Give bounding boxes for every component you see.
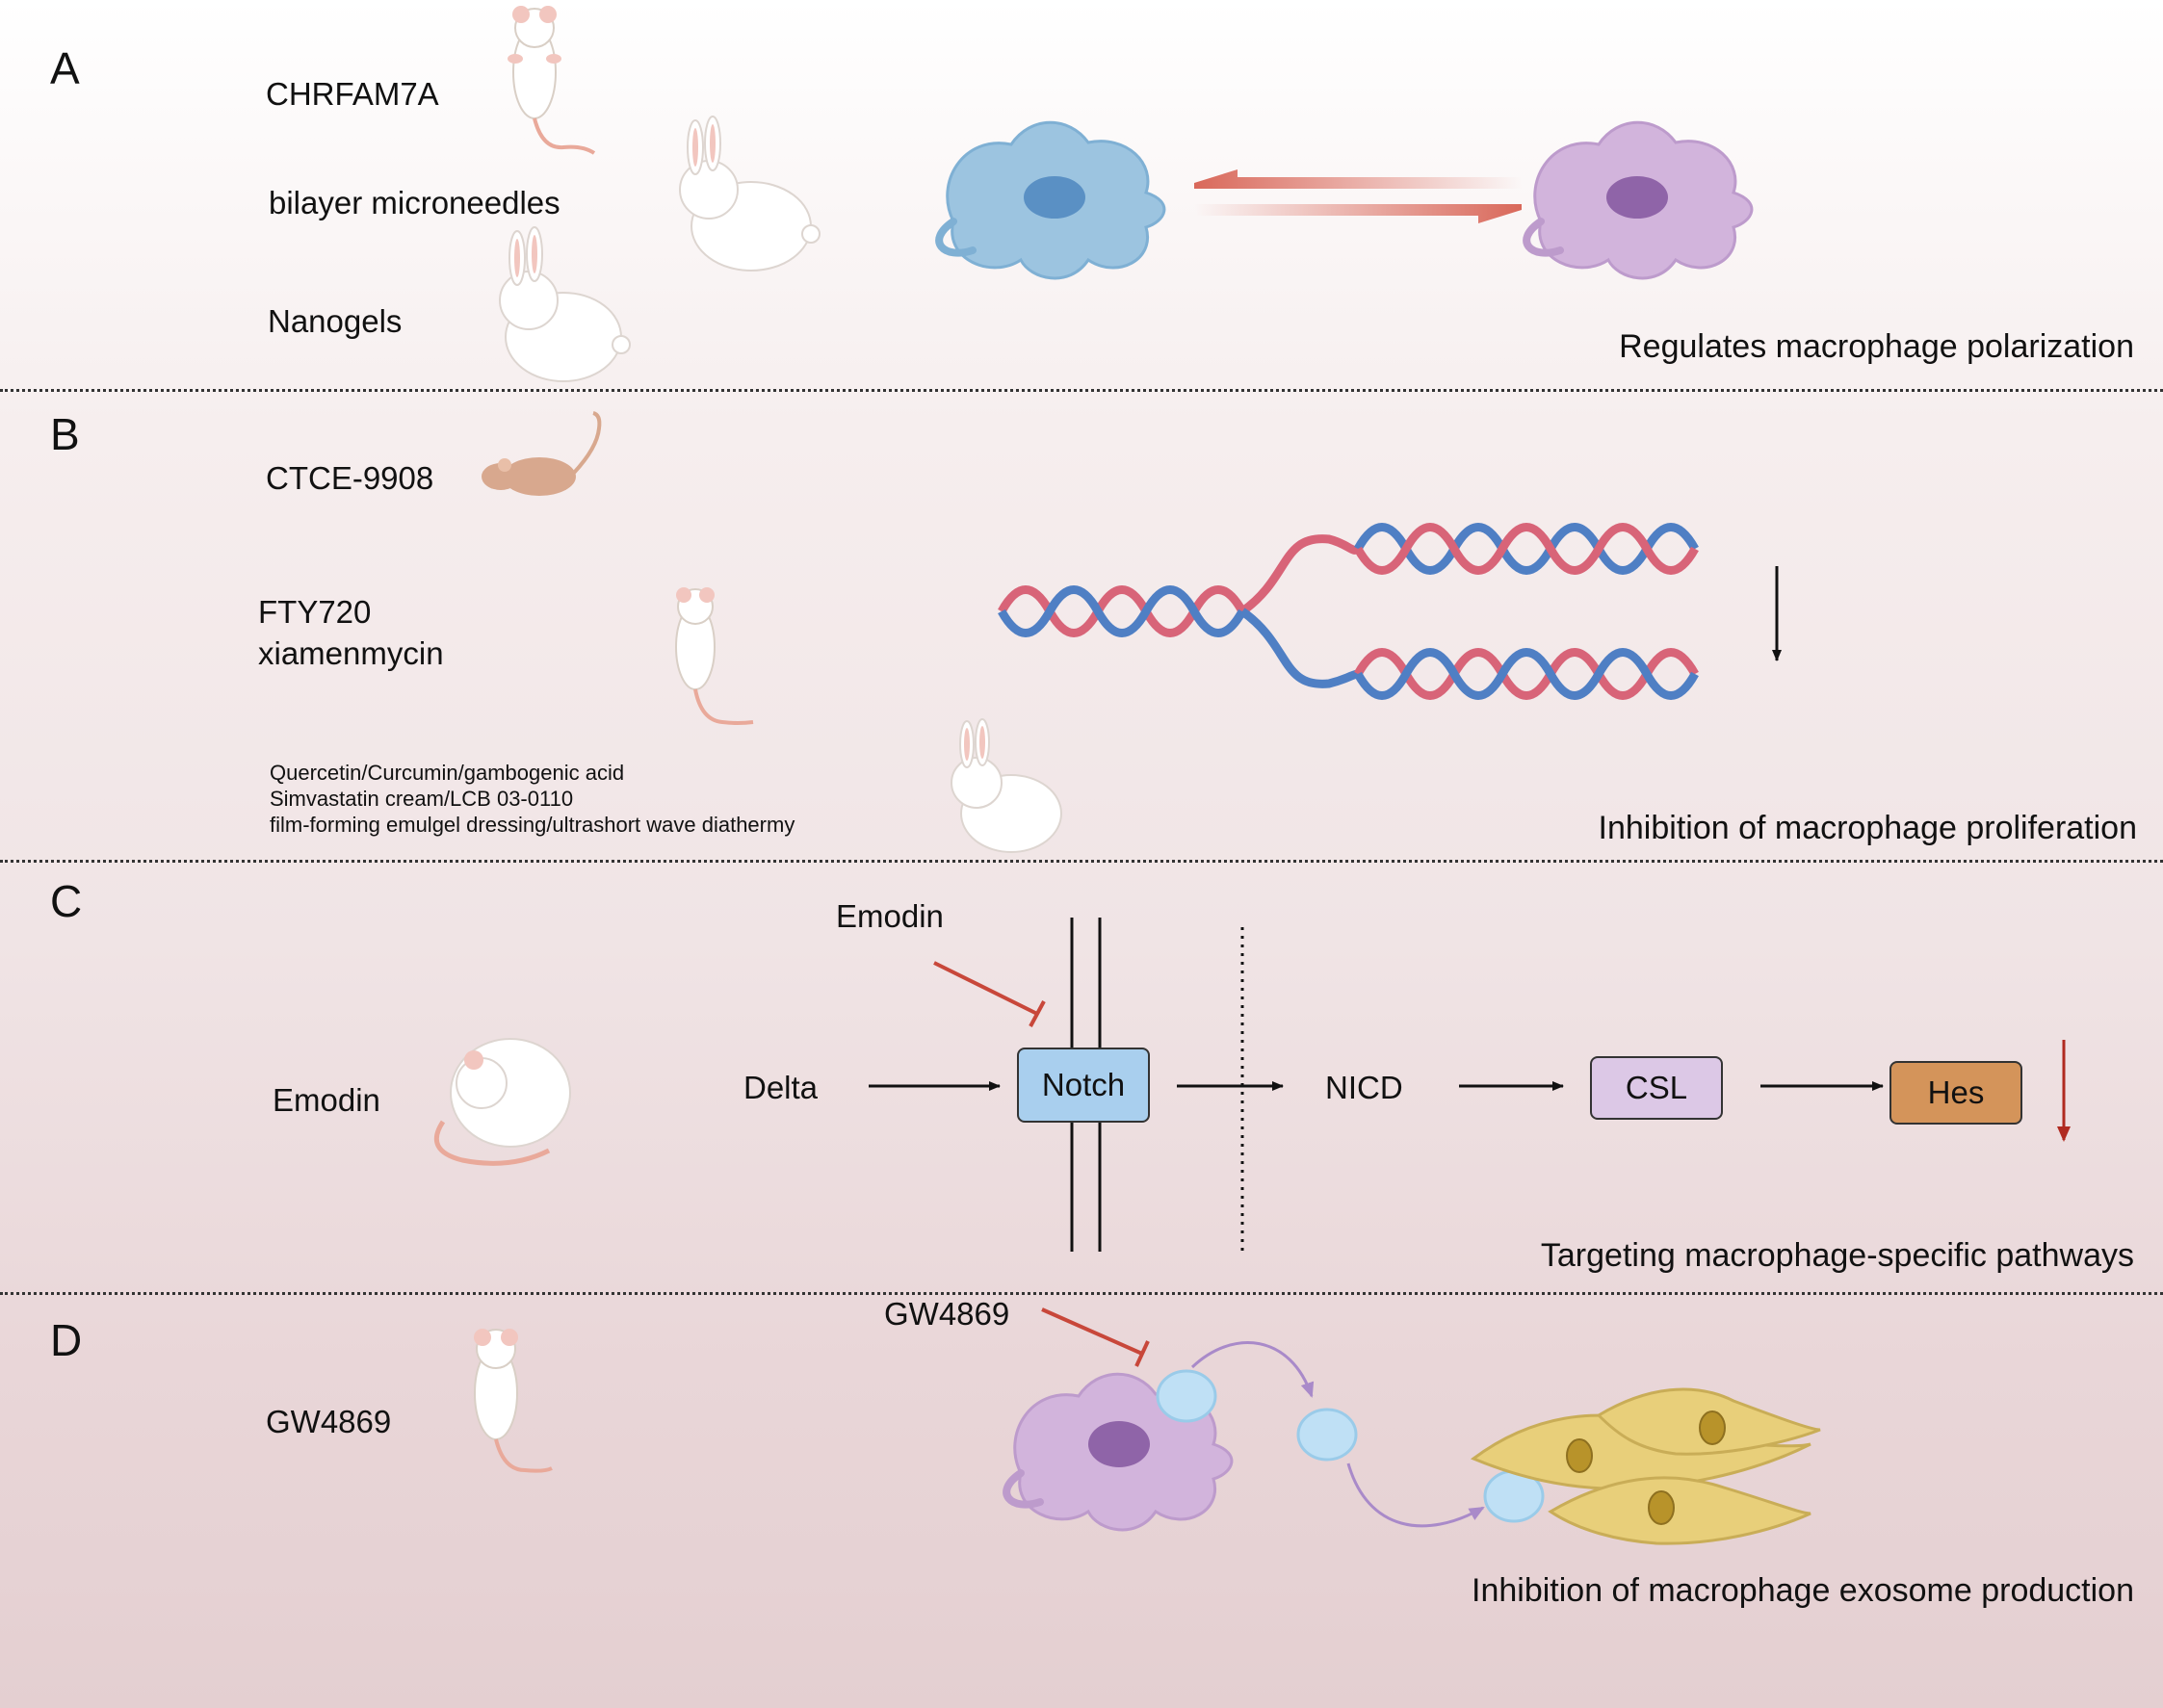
- mouse-icon: [508, 6, 596, 155]
- exosome-transfer-arrows: [1190, 1341, 1485, 1528]
- divider-b-c: [0, 860, 2163, 863]
- dna-replication-icon: [998, 523, 1699, 700]
- rabbit-icon: [679, 116, 821, 272]
- divider-c-d: [0, 1292, 2163, 1295]
- rabbit-icon: [499, 226, 631, 382]
- inhibitor-label: Emodin: [836, 898, 944, 934]
- panel-letter-d: D: [50, 1315, 83, 1365]
- treatment-label-small: Quercetin/Curcumin/gambogenic acid: [270, 761, 625, 785]
- rabbit-icon: [951, 718, 1062, 853]
- treatment-label-small: Simvastatin cream/LCB 03-0110: [270, 787, 574, 811]
- polarization-arrows: [1194, 169, 1522, 223]
- exosome-icon: [1156, 1369, 1545, 1523]
- treatment-label: bilayer microneedles: [269, 185, 560, 220]
- mouse-icon: [474, 1329, 553, 1473]
- inhibition-line: [1041, 1307, 1150, 1367]
- panel-caption: Targeting macrophage-specific pathways: [1540, 1237, 2134, 1274]
- treatment-label: CTCE-9908: [266, 460, 434, 496]
- rat-icon: [482, 411, 602, 496]
- panel-letter-c: C: [50, 876, 83, 926]
- fibroblast-nucleus-icon: [1566, 1410, 1726, 1525]
- inhibition-line: [933, 961, 1046, 1027]
- pathway-node-hes: Hes: [1889, 1061, 2022, 1125]
- treatment-label: xiamenmycin: [258, 635, 444, 671]
- divider-a-b: [0, 389, 2163, 392]
- treatment-label: CHRFAM7A: [266, 76, 439, 112]
- panel-caption: Regulates macrophage polarization: [1619, 328, 2134, 365]
- mouse-icon: [675, 587, 754, 725]
- pathway-node-notch: Notch: [1017, 1048, 1150, 1123]
- treatment-label: Emodin: [273, 1082, 380, 1118]
- pathway-node-nicd: NICD: [1325, 1070, 1403, 1105]
- m2-macrophage-icon: [1523, 120, 1754, 280]
- treatment-label: GW4869: [266, 1404, 392, 1439]
- treatment-label-small: film-forming emulgel dressing/ultrashort…: [270, 813, 795, 837]
- pathway-node-csl: CSL: [1590, 1056, 1723, 1120]
- m1-macrophage-icon: [935, 120, 1166, 280]
- panel-letter-a: A: [50, 43, 80, 93]
- panel-letter-b: B: [50, 409, 80, 459]
- inhibitor-label: GW4869: [884, 1296, 1010, 1332]
- pathway-node-delta: Delta: [743, 1070, 819, 1105]
- panel-caption: Inhibition of macrophage exosome product…: [1472, 1572, 2134, 1609]
- treatment-label: FTY720: [258, 594, 372, 630]
- treatment-label: Nanogels: [268, 303, 403, 339]
- rat-icon: [433, 1038, 571, 1166]
- panel-caption: Inhibition of macrophage proliferation: [1598, 810, 2137, 846]
